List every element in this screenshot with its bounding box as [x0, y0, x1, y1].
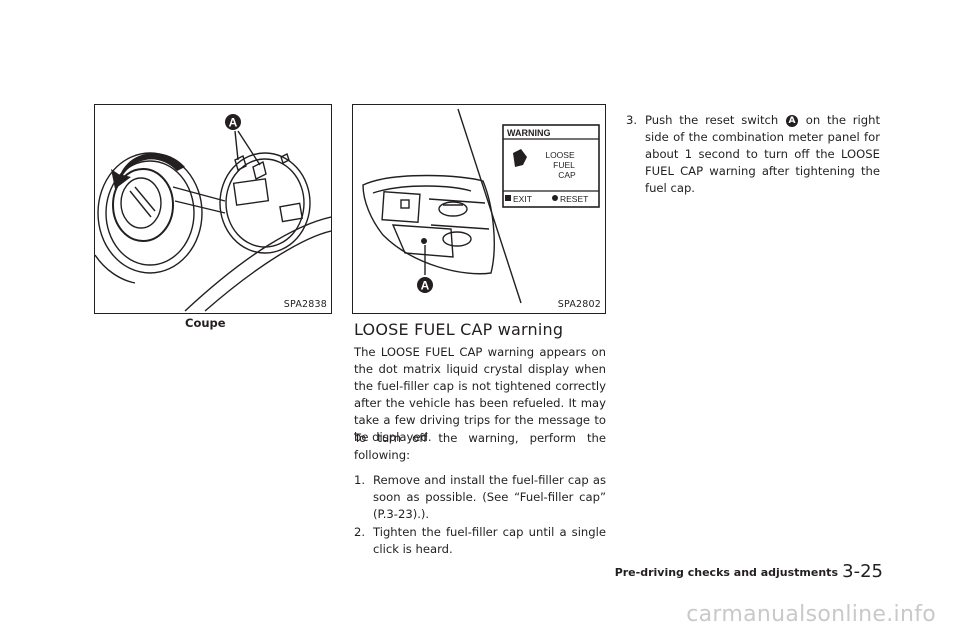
display-exit-label: EXIT: [513, 194, 532, 204]
watermark: carmanualsonline.info: [686, 602, 936, 627]
callout-a-label: A: [421, 279, 430, 293]
page-number: 3-25: [842, 561, 883, 582]
exit-icon: [505, 195, 511, 201]
list-item-number: 1.: [354, 473, 366, 487]
list-item-number: 2.: [354, 525, 366, 539]
figure-fuel-filler-cap: A SPA2838: [94, 104, 332, 314]
fuel-cap-illustration: A: [95, 114, 331, 312]
figure-reset-switch: WARNING LOOSE FUEL CAP EXIT RESET A SPA2…: [352, 104, 606, 314]
fuel-cap-icon: [513, 149, 527, 167]
callout-a-marker: [417, 277, 433, 293]
list-item: 1. Remove and install the fuel-filler ca…: [354, 472, 606, 523]
list-item-text: Push the reset switch A on the right sid…: [626, 112, 880, 197]
figure-caption: Coupe: [185, 316, 226, 330]
display-msg-line-2: FUEL: [553, 160, 575, 170]
list-item-text: Tighten the fuel-filler cap until a sing…: [373, 525, 606, 556]
step3-text-after: on the right side of the combination met…: [645, 113, 880, 195]
footer-section-title: Pre-driving checks and adjustments: [614, 566, 838, 579]
callout-a-label: A: [229, 116, 238, 130]
step3-text-before: Push the reset switch: [645, 113, 779, 127]
callout-a-inline-marker: A: [785, 115, 798, 127]
list-item-text: Remove and install the fuel-filler cap a…: [373, 473, 606, 521]
lead-paragraph: To turn off the warning, perform the fol…: [354, 431, 606, 462]
display-reset-label: RESET: [560, 194, 588, 204]
list-item: 3. Push the reset switch A on the right …: [626, 112, 880, 197]
callout-a-marker: [225, 114, 241, 130]
display-msg-line-3: CAP: [558, 170, 576, 180]
intro-paragraph: The LOOSE FUEL CAP warning appears on th…: [354, 345, 606, 444]
meter-panel-illustration: WARNING LOOSE FUEL CAP EXIT RESET A: [362, 108, 600, 304]
section-heading: LOOSE FUEL CAP warning: [354, 320, 564, 339]
list-item-number: 3.: [626, 113, 638, 127]
figure-code: SPA2802: [557, 299, 601, 310]
reset-icon: [552, 195, 558, 201]
figure-code: SPA2838: [283, 299, 327, 310]
display-msg-line-1: LOOSE: [545, 150, 575, 160]
list-item: 2. Tighten the fuel-filler cap until a s…: [354, 524, 606, 558]
display-title: WARNING: [507, 128, 551, 138]
